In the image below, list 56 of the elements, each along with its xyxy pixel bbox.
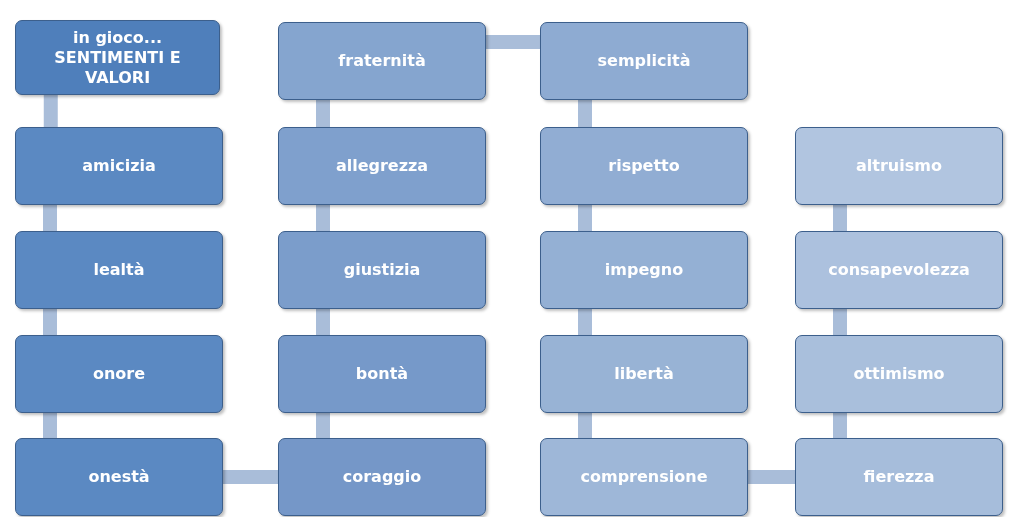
connector-bar xyxy=(316,100,330,127)
node-label: semplicità xyxy=(597,51,691,71)
value-box xyxy=(15,438,223,516)
node-label: amicizia xyxy=(82,156,156,176)
value-box xyxy=(278,438,486,516)
value-box xyxy=(540,438,748,516)
node-label: libertà xyxy=(614,364,674,384)
node-label: giustizia xyxy=(343,260,421,280)
node-label: rispetto xyxy=(608,156,680,176)
value-box xyxy=(15,231,223,309)
node-label: impegno xyxy=(604,260,684,280)
value-box xyxy=(795,438,1003,516)
connector-bar xyxy=(578,413,592,438)
connector-bar xyxy=(578,309,592,335)
connector-bar xyxy=(486,35,540,49)
node-label: altruismo xyxy=(856,156,942,176)
value-box xyxy=(15,335,223,413)
connector-bar xyxy=(316,205,330,231)
node-label: bontà xyxy=(355,364,409,384)
node-label: in gioco... SENTIMENTI E VALORI xyxy=(53,27,182,88)
value-box xyxy=(278,22,486,100)
value-box xyxy=(278,335,486,413)
value-box xyxy=(15,20,220,95)
node-label: allegrezza xyxy=(335,156,429,176)
connector-bar xyxy=(316,413,330,438)
value-box xyxy=(795,231,1003,309)
connector-bar xyxy=(43,309,57,335)
value-box xyxy=(15,127,223,205)
connector-bar xyxy=(43,95,58,127)
value-box xyxy=(278,127,486,205)
connector-bar xyxy=(43,205,57,231)
value-box xyxy=(540,22,748,100)
node-label: onore xyxy=(92,364,146,384)
value-box xyxy=(540,127,748,205)
connector-bar xyxy=(833,413,847,438)
connector-bar xyxy=(833,309,847,335)
node-label: fraternità xyxy=(338,51,426,71)
connector-bar xyxy=(43,413,57,438)
node-label: lealtà xyxy=(93,260,145,280)
node-label: onestà xyxy=(88,467,150,487)
connector-bar xyxy=(316,309,330,335)
connector-bar xyxy=(833,205,847,231)
value-box xyxy=(278,231,486,309)
value-box xyxy=(540,231,748,309)
connector-bar xyxy=(223,470,278,484)
connector-bar xyxy=(578,205,592,231)
node-label: consapevolezza xyxy=(828,260,970,280)
value-box xyxy=(795,335,1003,413)
node-label: coraggio xyxy=(342,467,422,487)
node-label: comprensione xyxy=(580,467,708,487)
node-label: fierezza xyxy=(863,467,935,487)
value-box xyxy=(795,127,1003,205)
connector-bar xyxy=(578,100,592,127)
connector-bar xyxy=(748,470,795,484)
node-label: ottimismo xyxy=(853,364,945,384)
value-box xyxy=(540,335,748,413)
